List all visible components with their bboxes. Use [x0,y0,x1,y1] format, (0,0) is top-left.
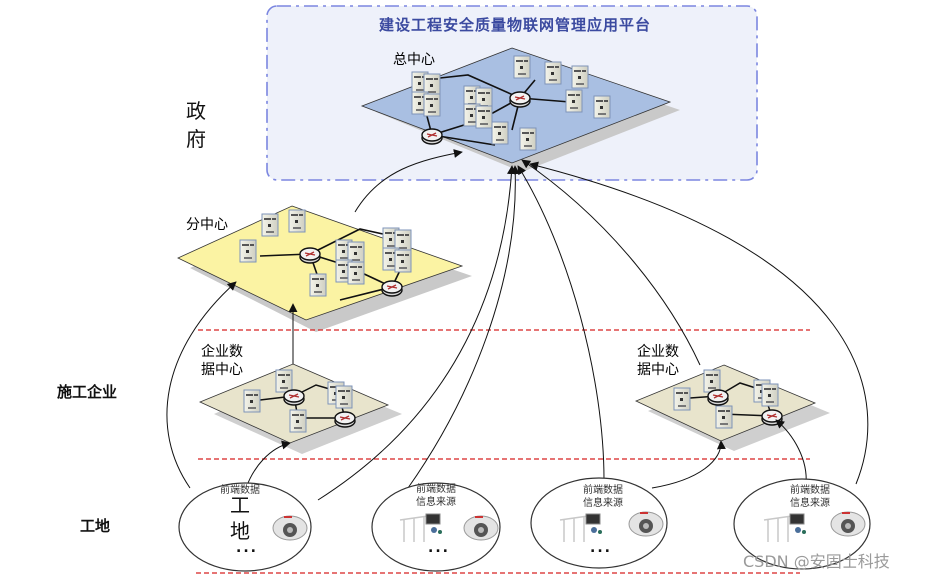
server-icon [593,95,611,119]
server-icon [394,249,412,273]
source-4-caption-line2: 信息来源 [790,498,830,509]
arrow-site2-to-main [407,165,520,489]
server-icon [715,405,733,429]
router-icon [421,128,443,145]
server-icon [309,273,327,297]
arrow-site1-to-branch [166,281,237,489]
platform-title: 建设工程安全质量物联网管理应用平台 [378,16,651,34]
router-icon [334,411,356,428]
arrow-site4-to-ent-right [775,419,807,485]
dome-camera-icon [272,515,308,541]
server-icon [243,389,261,413]
server-icon [491,121,509,145]
server-icon [519,127,537,151]
server-icon [275,369,293,393]
source-site-3 [530,477,668,569]
connection-arrows [166,149,869,501]
router-icon [707,389,729,406]
main-center-hub [360,47,680,172]
arrow-ent-right-to-main [521,159,701,366]
sensor-equipment-icon [559,513,602,542]
branch-center-hub [177,205,472,332]
router-icon [299,247,321,264]
branch-center-label: 分中心 [186,217,228,233]
dome-camera-icon [830,511,866,537]
source-site-2 [371,482,501,572]
arrow-site1-to-ent-left [245,440,291,489]
server-icon [673,387,691,411]
arrow-site3-to-main [517,165,605,481]
router-icon [509,91,531,108]
arrow-site3-to-ent-right [651,440,726,489]
tier-government-char-2: 府 [186,127,206,151]
tier-site-label: 工地 [80,517,111,535]
arrow-site4-to-main [529,161,869,485]
router-icon [381,280,403,297]
router-icon [283,389,305,406]
server-icon [544,61,562,85]
source-1-overlay-char-2: 地 [230,519,250,543]
server-icon [347,261,365,285]
enterprise-right-label-line2: 据中心 [637,362,679,378]
enterprise-right-label-line1: 企业数 [637,343,679,360]
arrow-site1-to-main [317,165,516,501]
enterprise-left-label-line2: 据中心 [201,362,243,378]
source-4-caption-line1: 前端数据 [790,485,830,496]
source-site-1 [178,482,312,572]
dome-camera-icon [628,511,664,537]
server-icon [261,213,279,237]
sensor-equipment-icon [399,513,442,542]
server-icon [423,93,441,117]
enterprise-left-hub [198,363,402,454]
server-icon [475,105,493,129]
enterprise-left-label-line1: 企业数 [201,343,243,360]
server-icon [288,209,306,233]
source-1-caption: 前端数据 [220,485,260,496]
server-icon [565,89,583,113]
server-icon [513,55,531,79]
dome-camera-icon [463,515,499,541]
source-2-caption-line1: 前端数据 [416,484,456,495]
main-center-label: 总中心 [393,52,435,68]
source-1-overlay-char-1: 工 [230,493,250,517]
tier-enterprise-label: 施工企业 [57,383,118,401]
server-icon [289,409,307,433]
source-1-more: ... [236,540,258,556]
tier-government-char-1: 政 [186,99,206,123]
server-icon [239,239,257,263]
server-icon [761,383,779,407]
source-2-caption-line2: 信息来源 [416,497,456,508]
server-icon [335,385,353,409]
source-3-more: ... [590,540,612,556]
watermark: CSDN @安固士科技 [743,552,890,571]
source-3-caption-line2: 信息来源 [583,498,623,509]
server-icon [703,369,721,393]
source-site-4 [733,478,871,570]
arrow-branch-to-main [354,149,463,213]
server-icon [571,65,589,89]
source-2-more: ... [428,540,450,556]
sensor-equipment-icon [763,513,806,542]
source-3-caption-line1: 前端数据 [583,485,623,496]
